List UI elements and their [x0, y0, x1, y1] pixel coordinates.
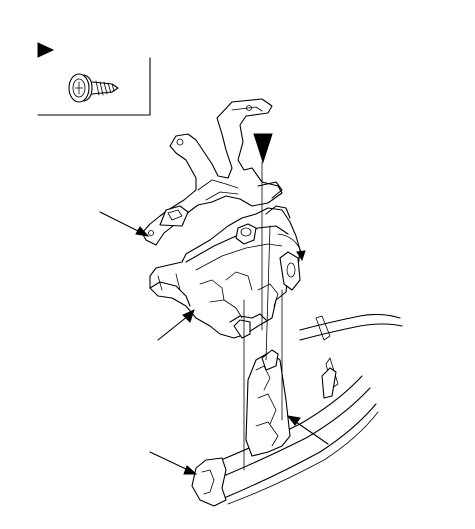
callout-arrow-rail	[286, 415, 329, 445]
callout-leaders	[99, 211, 329, 475]
console-base-rail	[191, 313, 403, 507]
down-arrow-marker-icon	[253, 133, 273, 164]
fastener-legend	[37, 42, 151, 116]
alignment-lines	[243, 161, 283, 471]
callout-arrow-console-end	[149, 451, 198, 475]
legend-box-border	[37, 57, 151, 116]
selector-housing	[149, 205, 306, 339]
solid-triangle-marker-icon	[37, 42, 55, 58]
callout-arrow-upper-bracket	[99, 211, 150, 237]
screw-icon	[68, 73, 119, 103]
callout-arrow-selector-housing	[157, 309, 195, 341]
upper-bracket	[141, 98, 283, 246]
